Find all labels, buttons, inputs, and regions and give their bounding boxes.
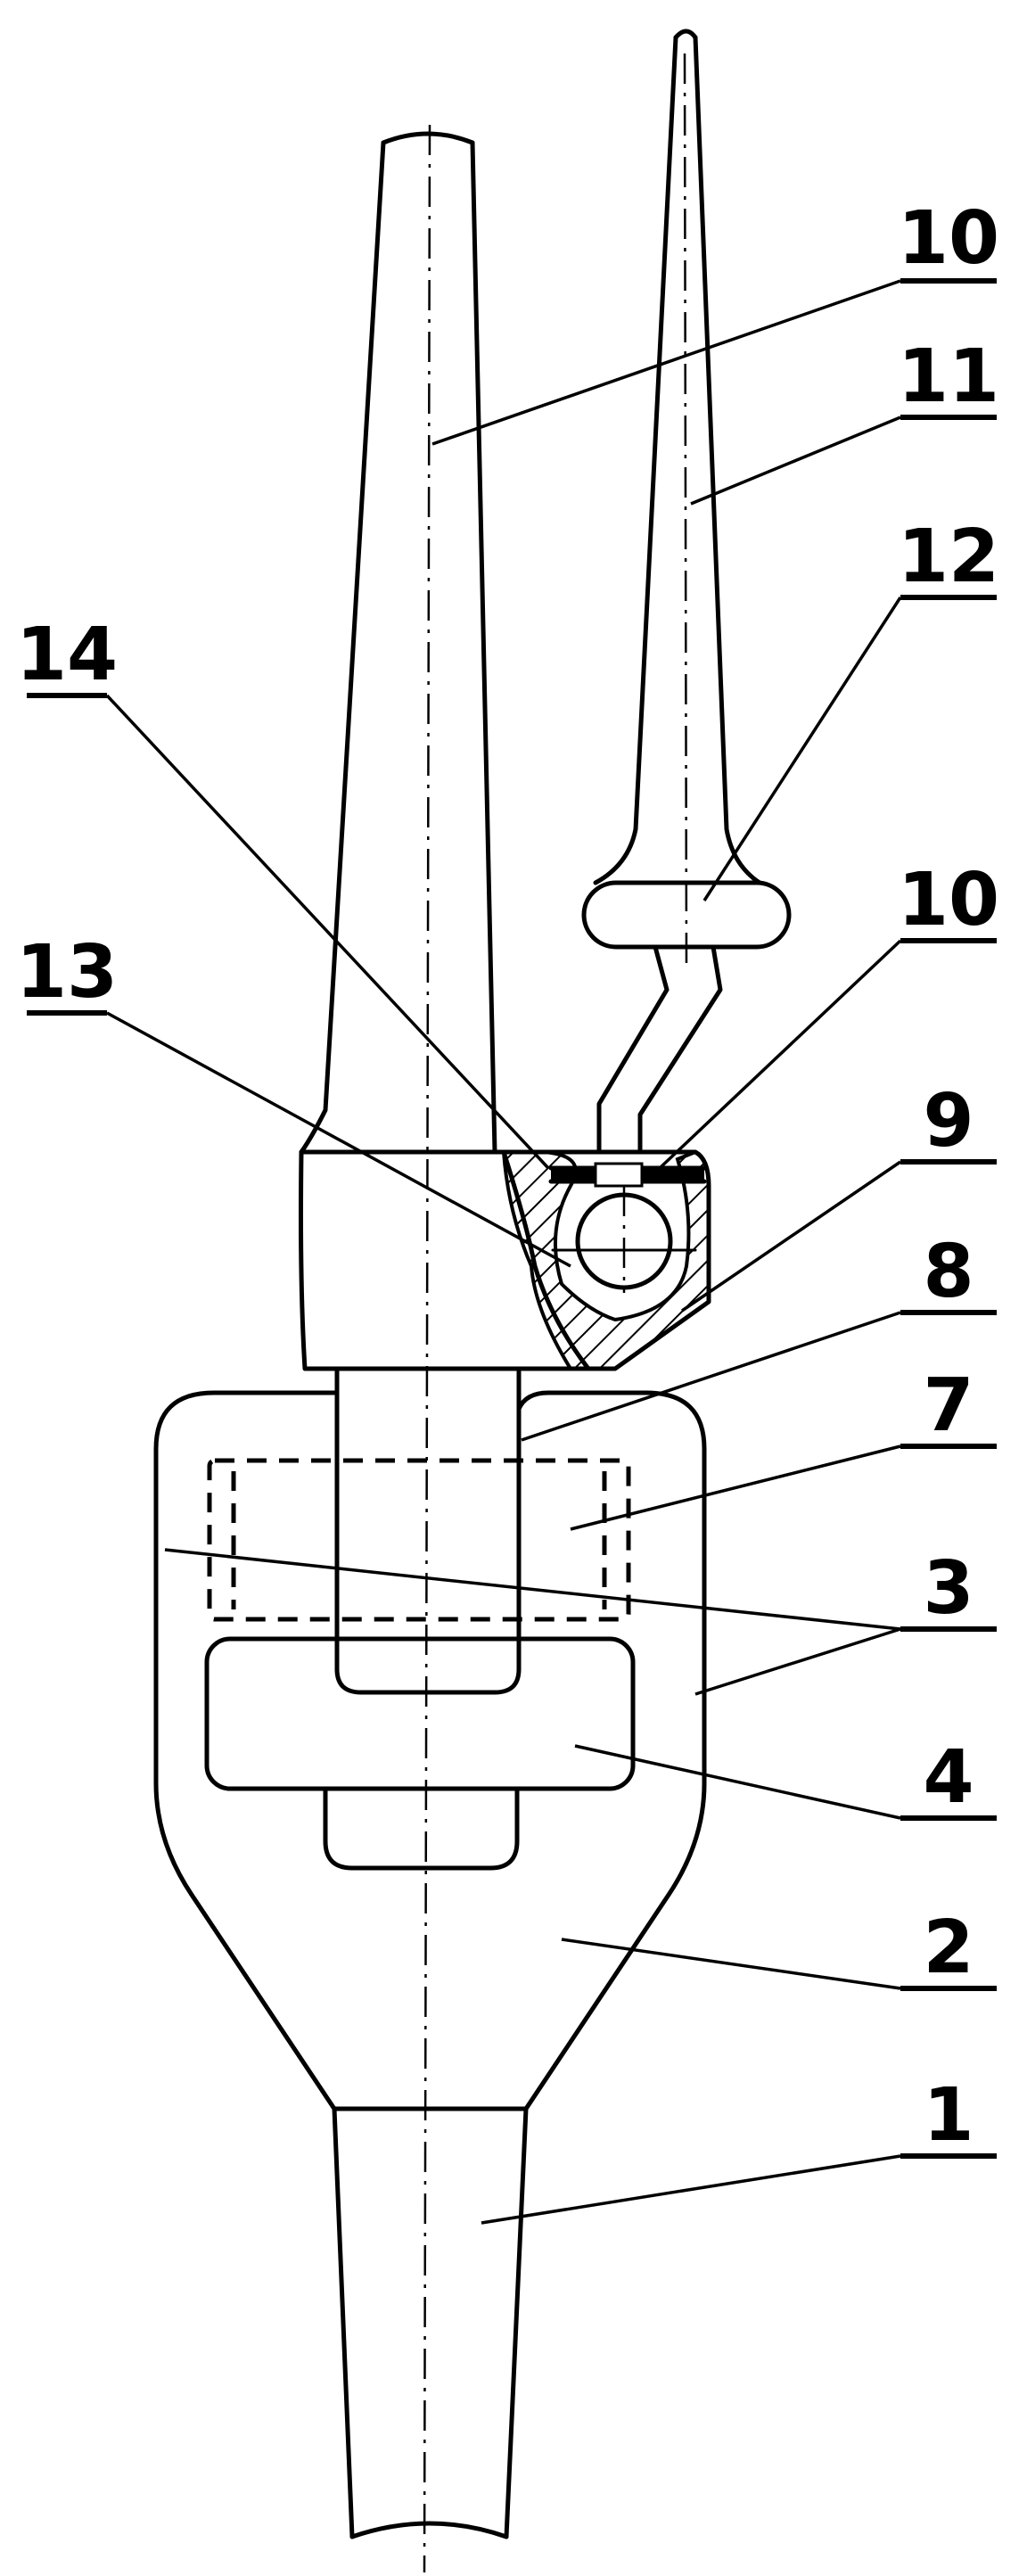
side-rod (581, 29, 792, 1155)
center-axes (423, 53, 688, 2573)
upper-shaft (299, 131, 497, 1155)
callout-1: 1 (923, 2073, 974, 2158)
callout-10: 10 (898, 858, 999, 942)
callout-3: 3 (923, 1546, 974, 1631)
callout-13: 13 (16, 930, 118, 1015)
callout-4: 4 (923, 1735, 974, 1820)
upper-head (299, 1149, 711, 1371)
callout-2: 2 (923, 1905, 974, 1990)
yoke-housing (153, 1390, 707, 2111)
label-underlines (27, 278, 997, 2159)
callout-14: 14 (16, 613, 118, 697)
callout-8: 9 (923, 1079, 974, 1164)
neck (334, 1366, 551, 1695)
callout-6: 7 (923, 1363, 974, 1448)
callout-12: 12 (898, 514, 999, 599)
callout-9: 10 (898, 196, 999, 281)
callout-11: 11 (898, 334, 999, 419)
leader-lines (105, 279, 902, 2225)
callout-7: 8 (923, 1230, 974, 1314)
callout-labels: 10 11 12 14 10 13 9 8 7 3 4 2 1 (16, 196, 999, 2158)
lower-shaft (332, 2106, 529, 2539)
